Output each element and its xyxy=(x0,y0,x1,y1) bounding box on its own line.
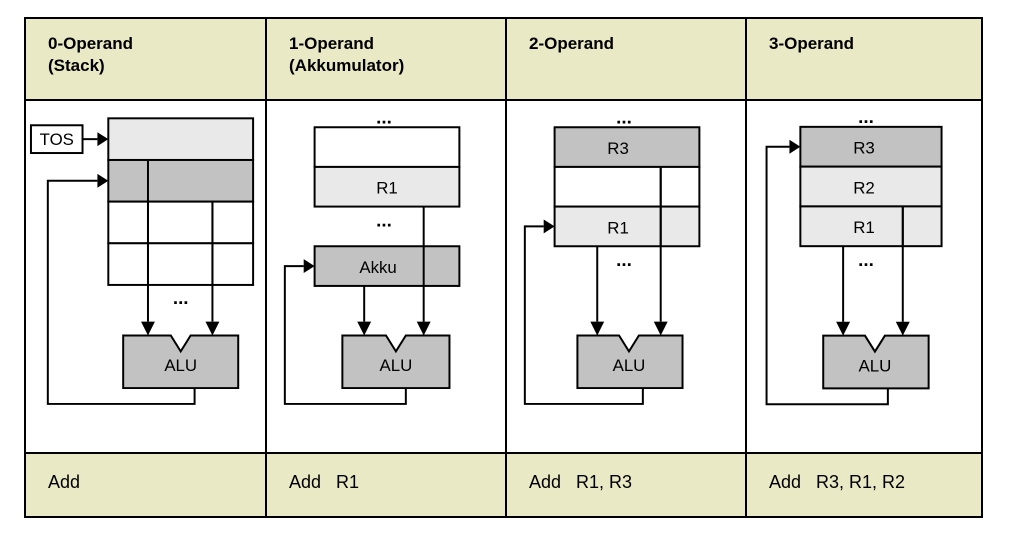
operand-formats-table: 0-Operand (Stack) 1-Operand (Akkumulator… xyxy=(24,17,983,518)
alu-shape-registers3 xyxy=(822,334,930,390)
stack-feedback-arrow-head xyxy=(97,173,109,188)
stack-diagram: TOS ... ALU xyxy=(29,117,255,405)
alu-shape-registers2 xyxy=(576,334,684,390)
stack-operand-arrow-1 xyxy=(141,321,155,336)
registers3-diagram: ... R3 R2 R1 ... xyxy=(765,107,943,406)
header-label-0-operand: 0-Operand (Stack) xyxy=(48,34,134,75)
register-cell-r3 xyxy=(553,126,701,168)
register-label-r1: R1 xyxy=(376,179,398,198)
diagram-cell-accumulator: ... R1 ... Akku xyxy=(267,101,507,452)
register-cell-r1 xyxy=(313,165,461,208)
header-label-2-operand: 2-Operand xyxy=(529,34,615,53)
alu-label-stack: ALU xyxy=(164,356,197,375)
reg3-ellipsis-mid: ... xyxy=(858,250,874,271)
registers2-diagram: ... R3 R1 ... xyxy=(523,106,701,405)
instruction-label-0-operand: Add xyxy=(48,472,81,492)
instruction-cell-2-operand: Add R1, R3 xyxy=(507,454,747,516)
reg2-ellipsis-mid: ... xyxy=(616,249,632,270)
reg2-operand-arrow-left xyxy=(590,321,605,336)
register-cell-empty-2 xyxy=(553,165,701,208)
accu-operand-arrow-right xyxy=(416,321,431,336)
reg3-operand-arrow-right xyxy=(895,321,910,336)
reg3-ellipsis-top: ... xyxy=(858,107,874,128)
stack-cell-1 xyxy=(107,158,255,203)
instruction-label-1-operand: Add R1 xyxy=(289,472,360,492)
stack-feedback-path xyxy=(46,179,196,405)
reg2-feedback-arrow-head xyxy=(543,219,555,234)
register-cell-r1-3 xyxy=(799,205,943,248)
stack-operand-arrow-2 xyxy=(205,321,220,336)
accu-ellipsis-mid: ... xyxy=(376,209,392,230)
diagram-cell-registers3: ... R3 R2 R1 ... xyxy=(747,101,981,452)
stack-cell-3 xyxy=(107,242,255,286)
instruction-cell-1-operand: Add R1 xyxy=(267,454,507,516)
stack-cell-2 xyxy=(107,200,255,245)
instruction-cell-3-operand: Add R3, R1, R2 xyxy=(747,454,981,516)
header-cell-0-operand: 0-Operand (Stack) xyxy=(26,19,267,99)
accumulator-diagram: ... R1 ... Akku xyxy=(283,106,461,405)
stack-cell-0 xyxy=(107,117,255,161)
register-cell-empty xyxy=(313,126,461,168)
stack-ellipsis: ... xyxy=(173,287,189,308)
instruction-cell-0-operand: Add xyxy=(26,454,267,516)
diagram-cell-stack: TOS ... ALU xyxy=(26,101,267,452)
instruction-label-3-operand: Add R3, R1, R2 xyxy=(769,472,906,492)
register-label-r2-3: R2 xyxy=(853,178,875,197)
accu-feedback-path xyxy=(283,265,407,405)
table-footer-row: Add Add R1 Add R1, R3 Add R3, R1, R2 xyxy=(26,454,981,516)
header-label-3-operand: 3-Operand xyxy=(769,34,855,53)
accu-operand-arrow-left xyxy=(357,321,372,336)
reg3-feedback-arrow-head xyxy=(789,139,801,154)
alu-label-registers2: ALU xyxy=(613,356,646,375)
reg2-ellipsis-top: ... xyxy=(616,106,632,127)
header-cell-1-operand: 1-Operand (Akkumulator) xyxy=(267,19,507,99)
header-label-1-operand: 1-Operand (Akkumulator) xyxy=(289,34,405,75)
register-label-r1-2: R1 xyxy=(607,218,629,237)
akku-label: Akku xyxy=(359,258,396,277)
register-label-r3-3: R3 xyxy=(853,139,875,158)
reg3-operand-arrow-left xyxy=(836,321,851,336)
reg2-feedback-path xyxy=(523,225,644,405)
tos-arrow-head xyxy=(97,132,109,147)
reg2-operand-arrow-right xyxy=(653,321,668,336)
header-cell-2-operand: 2-Operand xyxy=(507,19,747,99)
register-label-r3: R3 xyxy=(607,139,629,158)
alu-shape-stack xyxy=(122,334,240,390)
header-cell-3-operand: 3-Operand xyxy=(747,19,981,99)
register-label-r1-3: R1 xyxy=(853,218,875,237)
alu-label-accumulator: ALU xyxy=(380,356,413,375)
table-header-row: 0-Operand (Stack) 1-Operand (Akkumulator… xyxy=(26,19,981,101)
diagram-cell-registers2: ... R3 R1 ... xyxy=(507,101,747,452)
register-cell-r2-3 xyxy=(799,165,943,208)
alu-label-registers3: ALU xyxy=(859,356,892,375)
table-body-row: TOS ... ALU xyxy=(26,101,981,454)
tos-label: TOS xyxy=(40,130,74,149)
akku-box xyxy=(313,245,461,287)
accu-feedback-arrow-head xyxy=(303,259,315,274)
reg3-feedback-path xyxy=(765,145,889,406)
instruction-label-2-operand: Add R1, R3 xyxy=(529,472,633,492)
accu-ellipsis-top: ... xyxy=(376,106,392,127)
alu-shape-accumulator xyxy=(341,334,451,390)
